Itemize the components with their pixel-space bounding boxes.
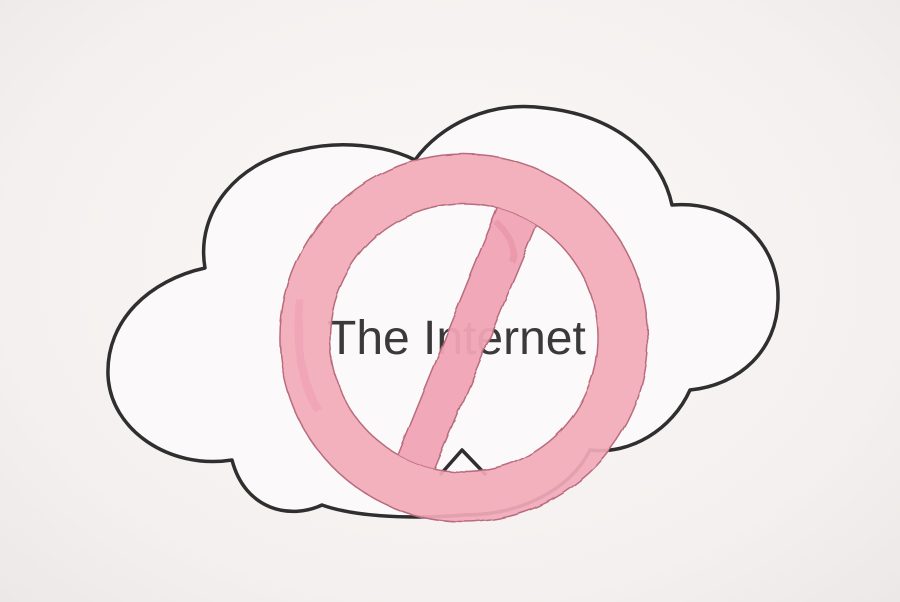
prohibition-sign-icon xyxy=(279,153,649,523)
